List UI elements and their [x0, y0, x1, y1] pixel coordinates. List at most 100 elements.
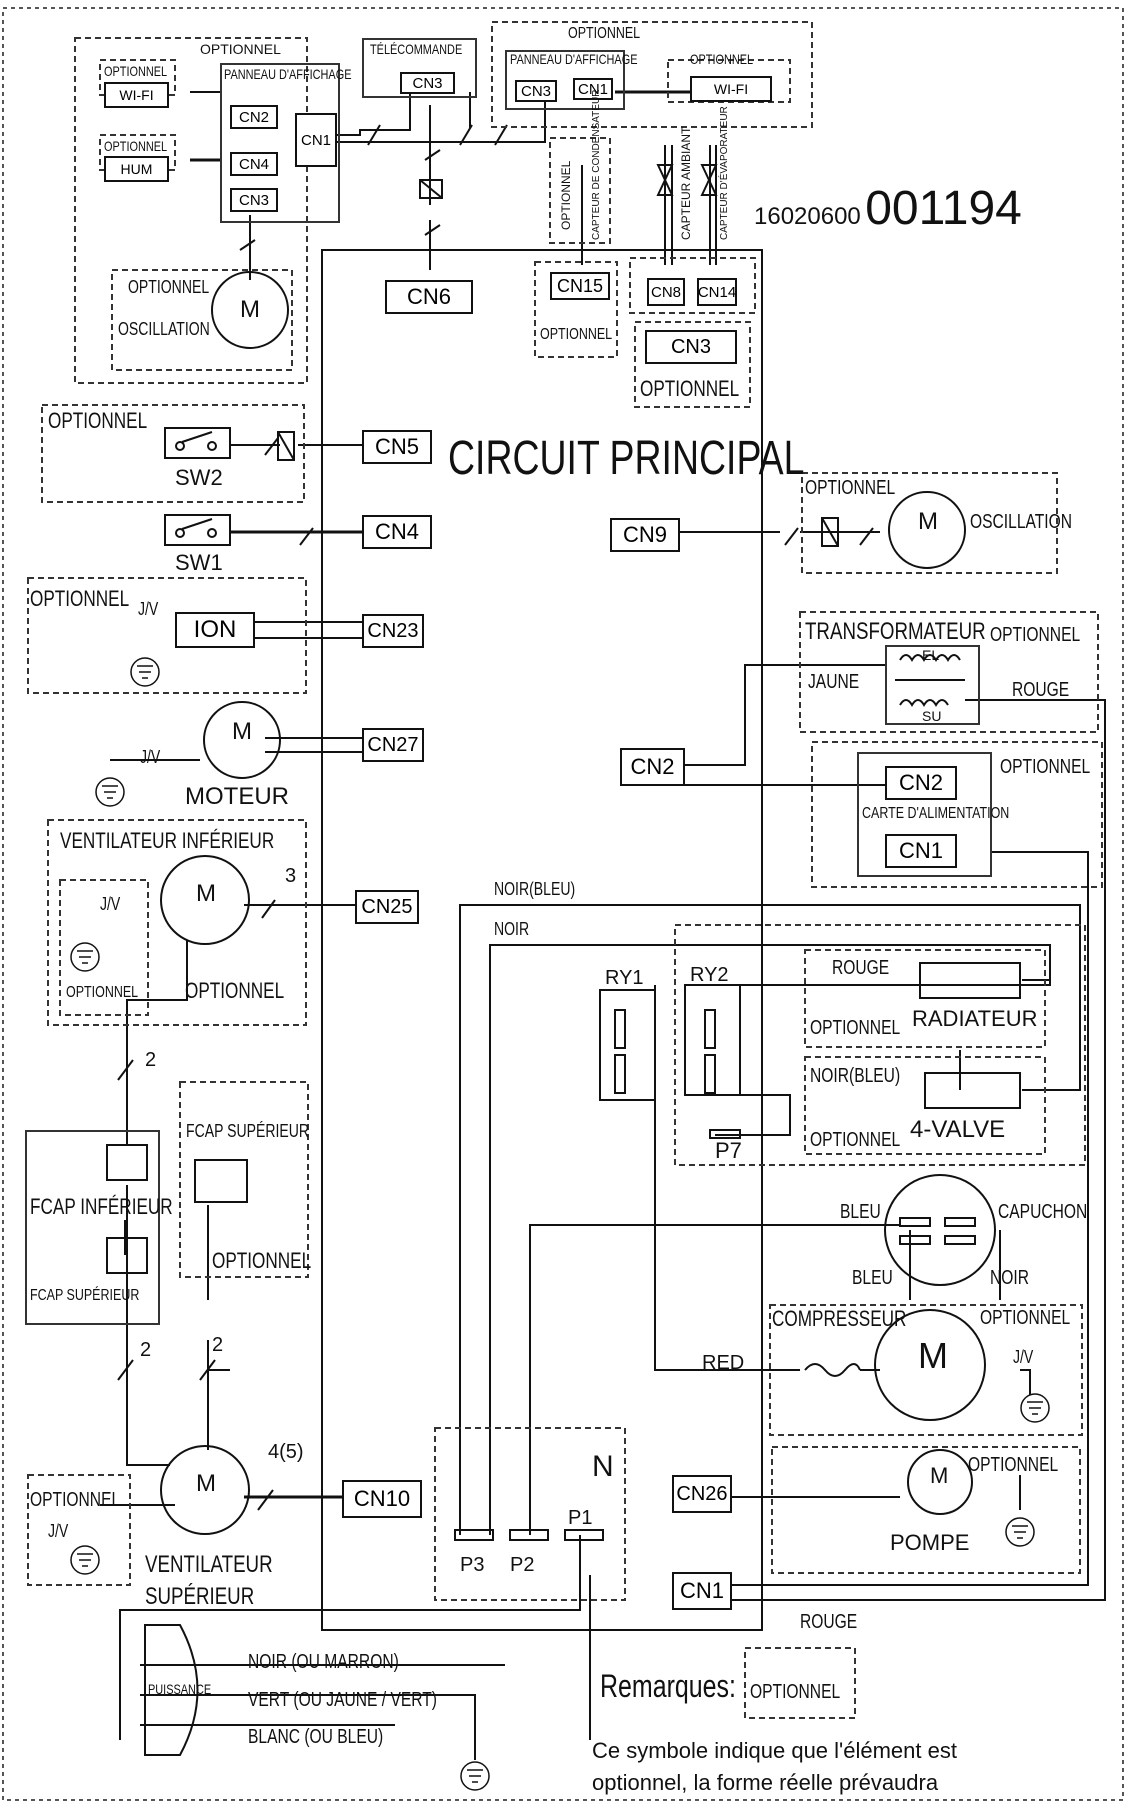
transformateur-label: TRANSFORMATEUR — [805, 618, 986, 645]
ventilateur-inferieur-jv: J/V — [100, 894, 121, 914]
p7-label: P7 — [715, 1138, 742, 1163]
main-cn1: CN1 — [672, 1572, 732, 1610]
oscillation-motor-right: M — [918, 508, 938, 535]
capteur-evap-label: CAPTEUR D'ÉVAPORATEUR — [719, 106, 730, 240]
wire-noir-label: NOIR (OU MARRON) — [248, 1651, 399, 1673]
main-cn6: CN6 — [385, 280, 473, 314]
moteur-jv-label: J/V — [140, 747, 161, 767]
main-cn2: CN2 — [620, 748, 685, 786]
rouge-label-transfo: ROUGE — [1012, 679, 1070, 701]
ventilateur-superieur-jv: J/V — [48, 1521, 69, 1541]
fcap-inferieur-label: FCAP INFÉRIEUR — [30, 1194, 173, 1219]
opt-label-vent-sup: OPTIONNEL — [30, 1489, 121, 1511]
main-cn23: CN23 — [362, 614, 424, 648]
radiateur-label: RADIATEUR — [912, 1006, 1038, 1031]
telecommande-cn3: CN3 — [400, 72, 455, 94]
n-label: N — [592, 1450, 614, 1483]
sw1-label: SW1 — [175, 550, 223, 575]
ion-jv-label: J/V — [138, 599, 159, 619]
opt-label-fcap: OPTIONNEL — [212, 1248, 312, 1273]
hum-module: HUM — [104, 156, 169, 182]
cn10-wire-count: 4(5) — [268, 1441, 304, 1463]
main-cn5: CN5 — [362, 430, 432, 464]
ion-module: ION — [175, 612, 255, 648]
opt-label-cn3: OPTIONNEL — [640, 376, 740, 401]
panel-right-cn3: CN3 — [515, 80, 557, 102]
opt-label-panel: OPTIONNEL — [200, 41, 281, 57]
panel-cn4: CN4 — [230, 152, 278, 176]
transformer-el: EL — [922, 647, 940, 663]
noir-bleu-label-a: NOIR(BLEU) — [494, 879, 576, 899]
opt-label-transfo: OPTIONNEL — [990, 624, 1081, 646]
wire-count-2b: 2 — [140, 1339, 152, 1361]
transformer-su: SU — [922, 708, 942, 724]
rouge-label-radiateur: ROUGE — [832, 957, 890, 979]
opt-label-ion: OPTIONNEL — [30, 586, 130, 611]
diagram-code: 16020600 001194 — [754, 185, 1022, 233]
wire-vert-label: VERT (OU JAUNE / VERT) — [248, 1689, 437, 1711]
display-panel-left — [220, 63, 340, 223]
sw2-label: SW2 — [175, 465, 223, 490]
p1-label: P1 — [568, 1507, 593, 1529]
carte-alim-label: CARTE D'ALIMENTATION — [862, 805, 1010, 822]
ventilateur-superieur-symbol: M — [196, 1470, 216, 1497]
main-cn25: CN25 — [355, 890, 419, 924]
opt-label-alim: OPTIONNEL — [1000, 756, 1091, 778]
oscillation-label-left: OSCILLATION — [118, 319, 210, 339]
valve-label: 4-VALVE — [910, 1116, 1006, 1143]
main-cn10: CN10 — [342, 1480, 422, 1518]
remarques-optionnel-sample: OPTIONNEL — [750, 1681, 841, 1703]
noir-label-capuchon: NOIR — [990, 1267, 1029, 1289]
power-board — [857, 752, 992, 877]
opt-label-osc-left: OPTIONNEL — [128, 277, 210, 297]
main-cn26: CN26 — [672, 1475, 732, 1513]
compresseur-label: COMPRESSEUR — [772, 1306, 907, 1331]
ventilateur-superieur-label-1: VENTILATEUR — [145, 1551, 273, 1578]
display-panel-right — [505, 50, 625, 110]
telecommande-label: TÉLÉCOMMANDE — [370, 41, 463, 57]
main-cn4: CN4 — [362, 515, 432, 549]
opt-label-hum: OPTIONNEL — [104, 138, 168, 154]
diagram-code-number: 001194 — [865, 182, 1022, 235]
noir-bleu-label-b: NOIR(BLEU) — [810, 1065, 901, 1087]
noir-label: NOIR — [494, 919, 530, 939]
opt-label-cn15: OPTIONNEL — [540, 326, 613, 343]
opt-label-vent-inf: OPTIONNEL — [185, 978, 285, 1003]
moteur-label: MOTEUR — [185, 783, 289, 810]
opt-label-compresseur: OPTIONNEL — [980, 1307, 1071, 1329]
opt-label-sw2: OPTIONNEL — [48, 408, 148, 433]
alim-cn2: CN2 — [885, 766, 957, 800]
moteur-symbol: M — [232, 718, 252, 745]
jaune-label: JAUNE — [808, 671, 860, 693]
pompe-symbol: M — [930, 1463, 949, 1488]
oscillation-motor-left: M — [240, 296, 260, 323]
opt-label-panel-right: OPTIONNEL — [568, 25, 641, 42]
capteur-amb-label: CAPTEUR AMBIANT — [679, 126, 693, 240]
cn25-wire-count: 3 — [285, 865, 297, 887]
opt-label-valve: OPTIONNEL — [810, 1129, 901, 1151]
rouge-label-bottom: ROUGE — [800, 1611, 858, 1633]
display-panel-left-title: PANNEAU D'AFFICHAGE — [224, 66, 352, 82]
ry2-label: RY2 — [690, 964, 729, 986]
notes-line-1: Ce symbole indique que l'élément est — [592, 1738, 957, 1763]
ventilateur-inferieur-symbol: M — [196, 880, 216, 907]
main-cn3: CN3 — [645, 330, 737, 364]
fcap-superieur-label-b: FCAP SUPÉRIEUR — [186, 1121, 310, 1141]
notes-line-2: optionnel, la forme réelle prévaudra — [592, 1770, 939, 1795]
display-panel-right-title: PANNEAU D'AFFICHAGE — [510, 51, 638, 67]
main-cn8: CN8 — [647, 278, 685, 306]
opt-label-pompe: OPTIONNEL — [968, 1454, 1059, 1476]
wifi-module-right: WI-FI — [690, 76, 772, 102]
fcap-superieur-label-a: FCAP SUPÉRIEUR — [30, 1287, 140, 1304]
wire-count-2a: 2 — [145, 1049, 157, 1071]
panel-right-cn1: CN1 — [573, 78, 613, 100]
opt-label-wifi-right: OPTIONNEL — [690, 51, 754, 67]
main-cn9: CN9 — [610, 518, 680, 552]
fcap-box — [25, 1130, 160, 1325]
opt-label-radiateur: OPTIONNEL — [810, 1017, 901, 1039]
opt-label-cond: OPTIONNEL — [559, 160, 573, 230]
wifi-module-left: WI-FI — [104, 82, 169, 108]
main-board-title: CIRCUIT PRINCIPAL — [448, 432, 805, 485]
wire-blanc-label: BLANC (OU BLEU) — [248, 1726, 384, 1748]
